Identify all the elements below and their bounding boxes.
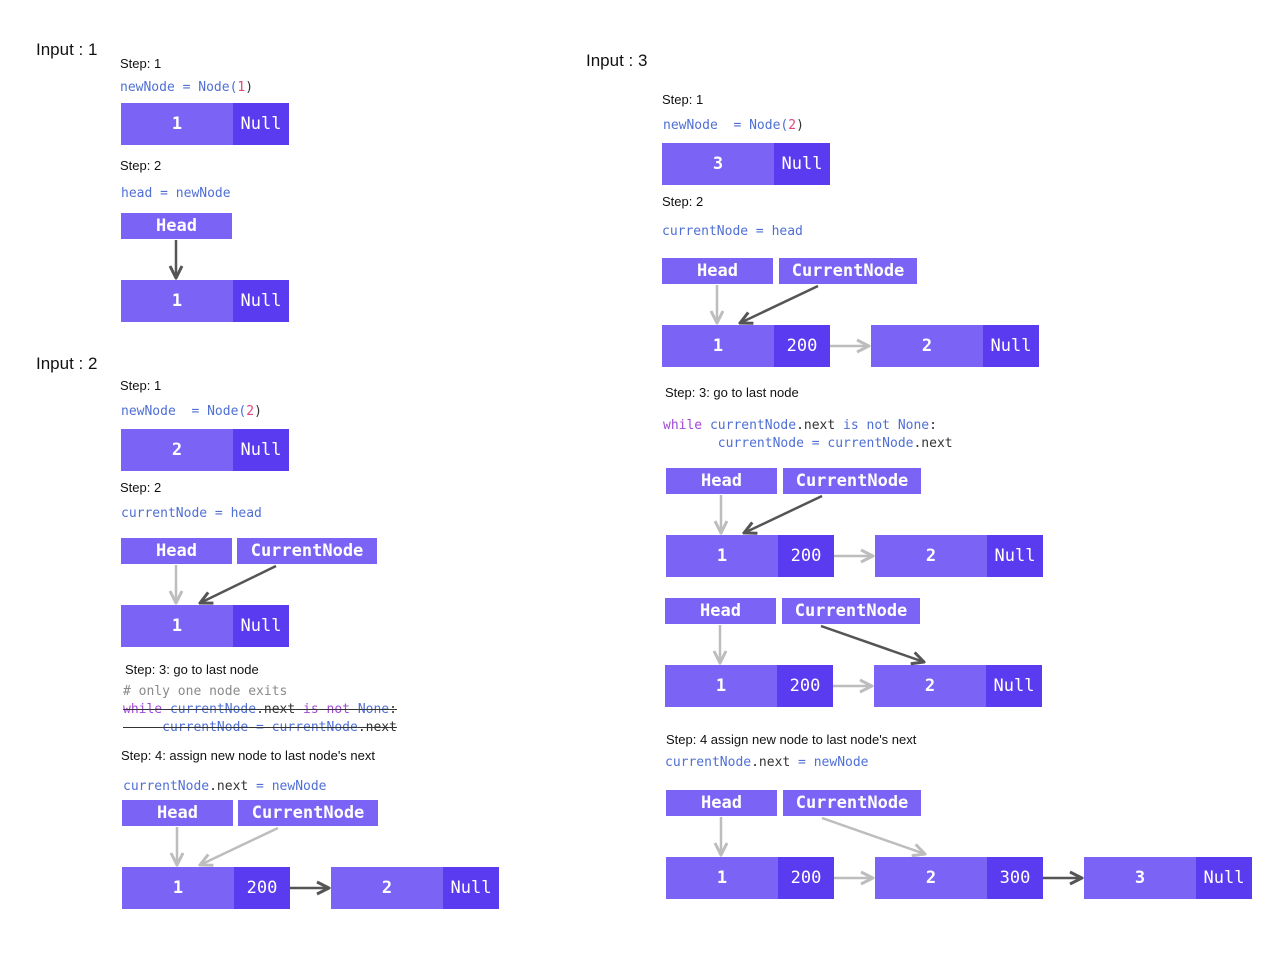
input-3-title: Input : 3	[586, 51, 648, 70]
node-value: 1	[121, 103, 233, 145]
in2-current-arrow	[200, 564, 277, 603]
in1-step1-node: 1 Null	[121, 103, 289, 145]
in3-s3a-current-label: CurrentNode	[783, 468, 921, 494]
node-pointer: Null	[983, 325, 1039, 367]
in2-s4-current-arrow	[200, 826, 279, 865]
in2-step2-node: 1 Null	[121, 605, 289, 647]
in2-current-label: CurrentNode	[237, 538, 377, 564]
node-value: 2	[875, 857, 987, 899]
in3-s2-node-2: 2 Null	[871, 325, 1039, 367]
in2-step4-code: currentNode.next = newNode	[123, 779, 327, 794]
in3-step3-assign-line: currentNode = currentNode.next	[717, 436, 953, 451]
in3-s4-node-1: 1 200	[666, 857, 834, 899]
node-value: 2	[331, 867, 443, 909]
node-pointer: Null	[233, 103, 289, 145]
in3-s2-current-label: CurrentNode	[779, 258, 917, 284]
node-value: 1	[122, 867, 234, 909]
in2-step3-comment: # only one node exits	[123, 684, 288, 699]
in1-step2-node: 1 Null	[121, 280, 289, 322]
node-pointer: 200	[774, 325, 830, 367]
in3-s3b-current-label: CurrentNode	[782, 598, 920, 624]
in2-head-label: Head	[121, 538, 232, 564]
in2-step3-assign-line: currentNode = currentNode.next	[162, 720, 397, 735]
node-value: 1	[121, 605, 233, 647]
node-pointer: Null	[233, 429, 289, 471]
in2-step3-label: Step: 3: go to last node	[125, 662, 259, 677]
in1-step1-label: Step: 1	[120, 56, 162, 71]
in3-s3a-head-label: Head	[666, 468, 777, 494]
in3-s2-node-1: 1 200	[662, 325, 830, 367]
node-pointer: Null	[774, 143, 830, 185]
node-pointer: Null	[233, 280, 289, 322]
node-value: 2	[121, 429, 233, 471]
in1-step2-code: head = newNode	[121, 186, 231, 201]
node-pointer: 200	[778, 535, 834, 577]
in1-step2-label: Step: 2	[120, 158, 162, 173]
in3-s3a-current-arrow	[744, 494, 823, 533]
node-pointer: 200	[234, 867, 290, 909]
in2-s4-head-label: Head	[122, 800, 233, 826]
in2-step4-label: Step: 4: assign new node to last node's …	[121, 748, 375, 763]
in3-step2-label: Step: 2	[662, 194, 704, 209]
node-pointer: Null	[986, 665, 1042, 707]
in3-s4-node-3: 3 Null	[1084, 857, 1252, 899]
in3-s4-current-label: CurrentNode	[783, 790, 921, 816]
in1-head-label: Head	[121, 213, 232, 239]
node-value: 2	[871, 325, 983, 367]
in3-s4-node-2: 2 300	[875, 857, 1043, 899]
node-value: 1	[666, 535, 778, 577]
in2-step1-label: Step: 1	[120, 378, 162, 393]
in2-s4-node-1: 1 200	[122, 867, 290, 909]
in3-s3b-head-label: Head	[665, 598, 776, 624]
in2-step2-label: Step: 2	[120, 480, 162, 495]
in2-s4-node-2: 2 Null	[331, 867, 499, 909]
in3-step4-code: currentNode.next = newNode	[665, 755, 869, 770]
in2-step3-while-line: while currentNode.next is not None:	[123, 702, 397, 717]
in2-step2-code: currentNode = head	[121, 506, 262, 521]
node-pointer: 200	[778, 857, 834, 899]
input-1-title: Input : 1	[36, 40, 98, 59]
in3-s2-head-label: Head	[662, 258, 773, 284]
in3-s2-current-arrow	[740, 284, 819, 323]
node-value: 1	[121, 280, 233, 322]
node-pointer: Null	[987, 535, 1043, 577]
in3-step1-label: Step: 1	[662, 92, 704, 107]
in3-s4-current-arrow	[821, 816, 925, 854]
node-pointer: Null	[1196, 857, 1252, 899]
node-value: 2	[875, 535, 987, 577]
node-value: 1	[665, 665, 777, 707]
node-value: 3	[1084, 857, 1196, 899]
node-pointer: Null	[443, 867, 499, 909]
node-value: 1	[662, 325, 774, 367]
node-value: 1	[666, 857, 778, 899]
node-pointer: 300	[987, 857, 1043, 899]
in3-s3a-node-1: 1 200	[666, 535, 834, 577]
in3-step3-label: Step: 3: go to last node	[665, 385, 799, 400]
in3-step1-code: newNode = Node(2)	[663, 118, 804, 133]
in1-step1-code: newNode = Node(1)	[120, 80, 254, 95]
node-pointer: 200	[777, 665, 833, 707]
in3-s3b-current-arrow	[820, 624, 924, 662]
input-2-title: Input : 2	[36, 354, 98, 373]
in3-step1-node: 3 Null	[662, 143, 830, 185]
in3-step2-code: currentNode = head	[662, 224, 803, 239]
in2-s4-current-label: CurrentNode	[238, 800, 378, 826]
in3-s3a-node-2: 2 Null	[875, 535, 1043, 577]
in3-s3b-node-2: 2 Null	[874, 665, 1042, 707]
in3-step4-label: Step: 4 assign new node to last node's n…	[666, 732, 917, 747]
node-value: 2	[874, 665, 986, 707]
in2-step1-node: 2 Null	[121, 429, 289, 471]
in3-s4-head-label: Head	[666, 790, 777, 816]
in3-step3-while-line: while currentNode.next is not None:	[663, 418, 937, 433]
node-pointer: Null	[233, 605, 289, 647]
in3-s3b-node-1: 1 200	[665, 665, 833, 707]
node-value: 3	[662, 143, 774, 185]
in2-step1-code: newNode = Node(2)	[121, 404, 262, 419]
